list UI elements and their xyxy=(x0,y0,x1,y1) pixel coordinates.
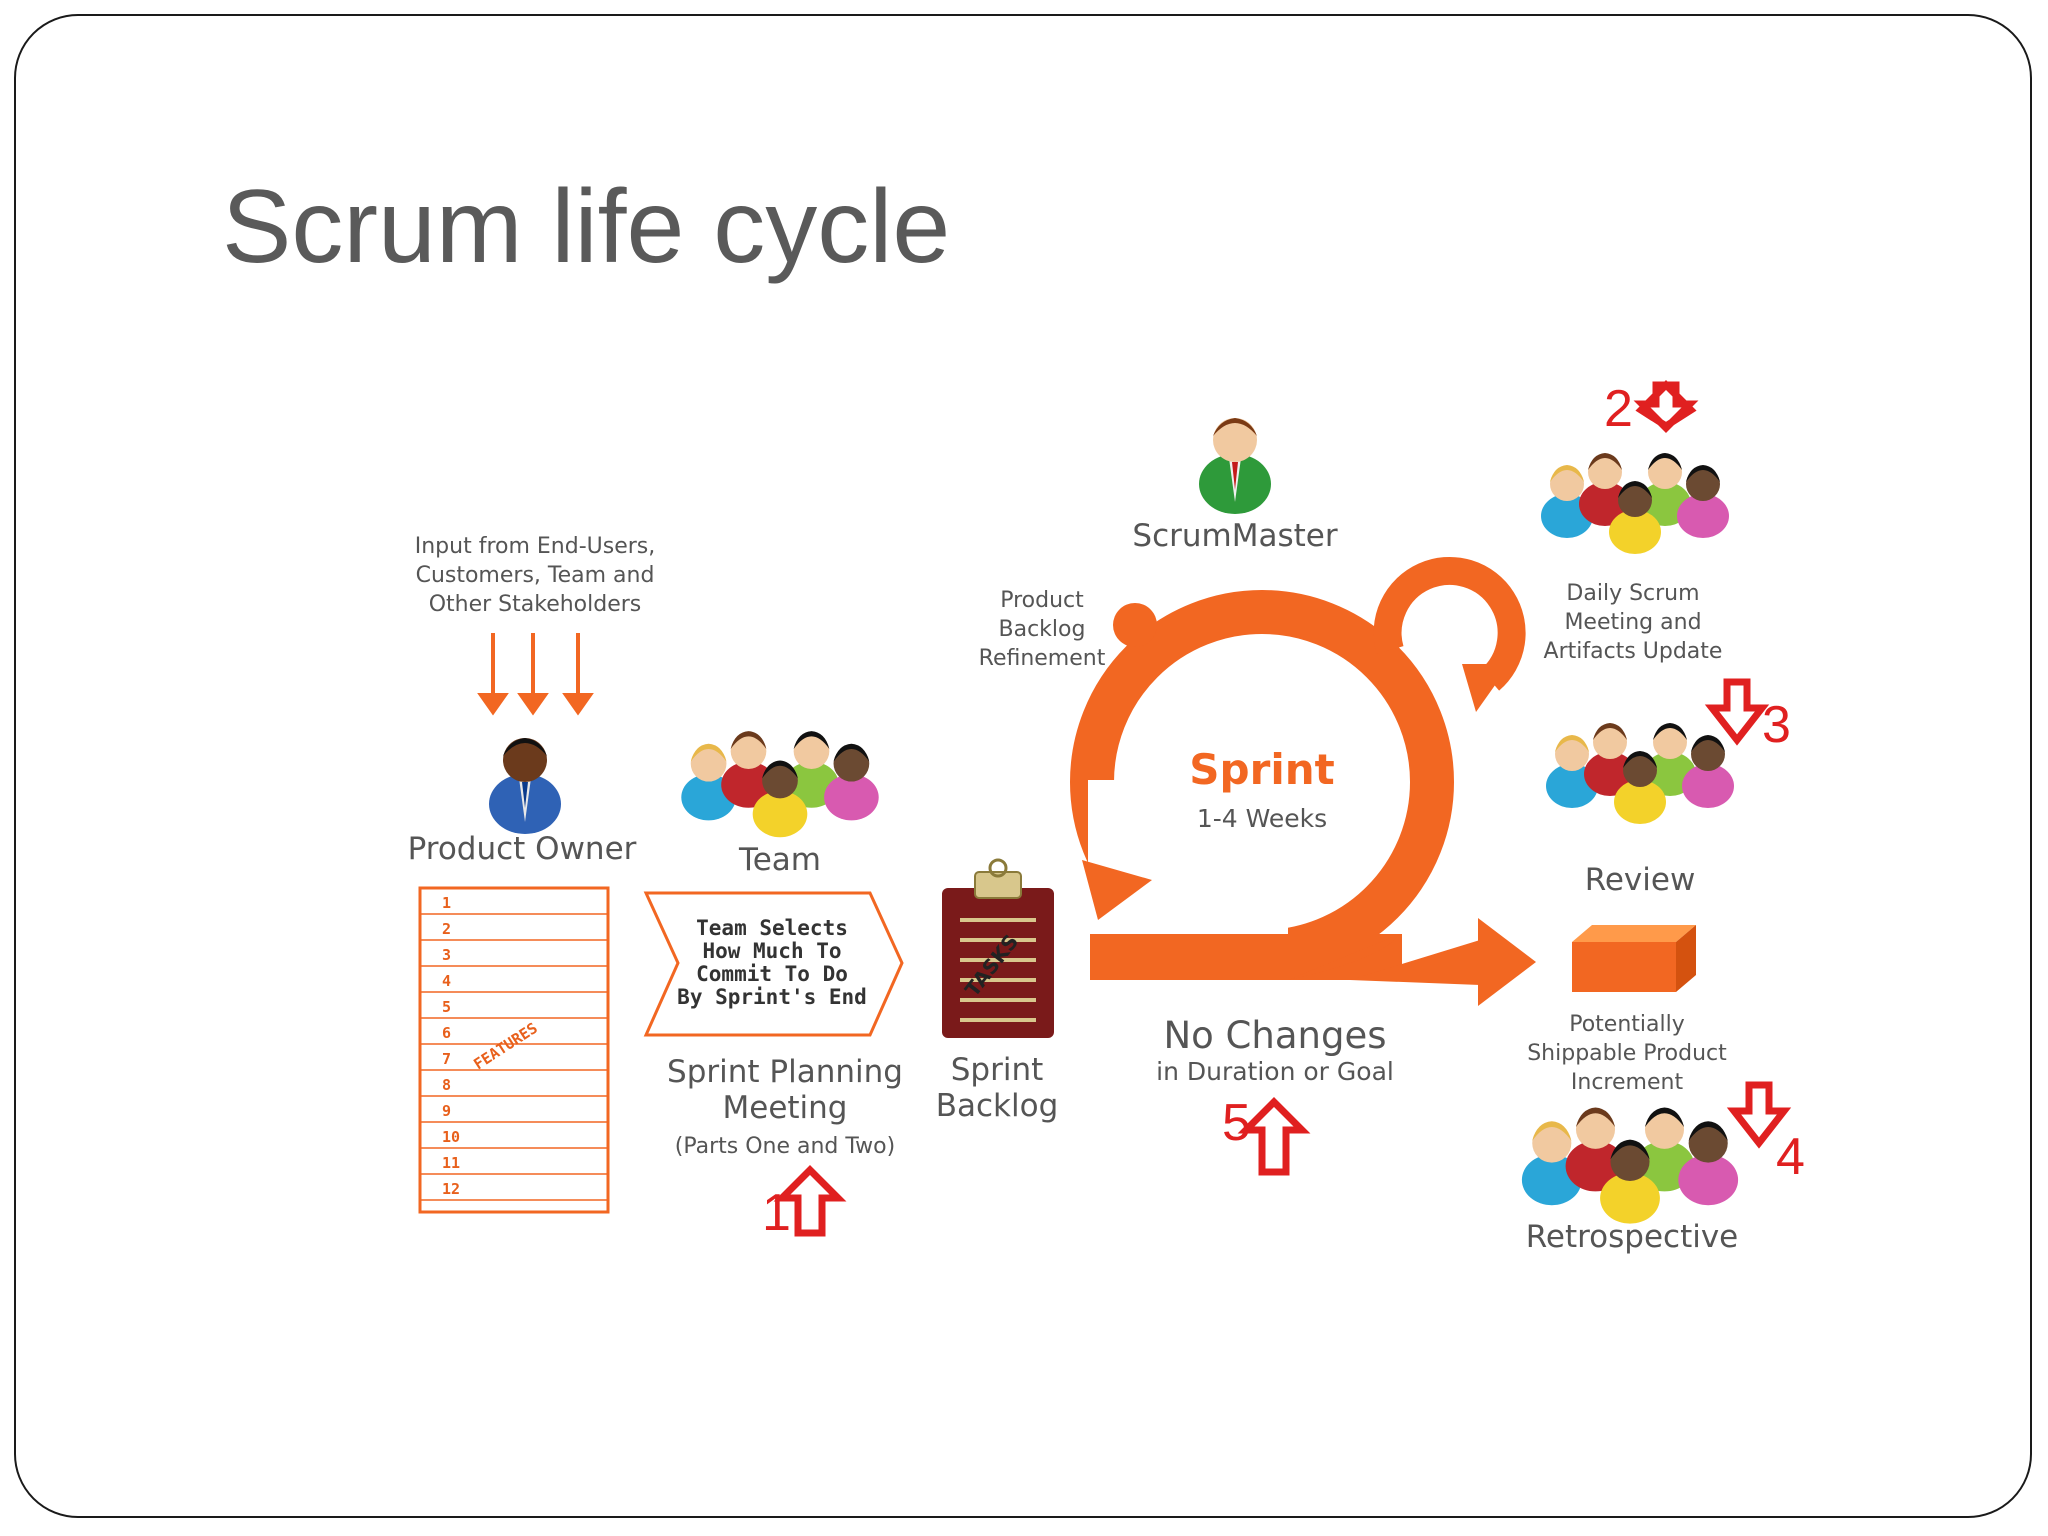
feature-number: 1 xyxy=(442,894,451,912)
svg-text:Sprint: Sprint xyxy=(951,1052,1044,1088)
marker-1: 1 xyxy=(762,1170,838,1242)
feature-number: 8 xyxy=(442,1076,451,1094)
svg-text:Team Selects: Team Selects xyxy=(696,916,848,940)
person-icon xyxy=(1678,1121,1738,1205)
svg-text:Sprint Planning: Sprint Planning xyxy=(667,1054,903,1090)
retrospective-team-icon xyxy=(1522,1107,1738,1223)
feature-number: 5 xyxy=(442,998,451,1016)
svg-text:(Parts One and Two): (Parts One and Two) xyxy=(675,1134,895,1159)
box-icon xyxy=(1572,925,1696,992)
arrow-down-icon xyxy=(1641,385,1691,428)
feature-number: 7 xyxy=(442,1050,451,1068)
svg-text:Customers, Team and: Customers, Team and xyxy=(416,563,655,588)
person-icon xyxy=(1682,735,1734,808)
person-icon xyxy=(1677,465,1729,538)
svg-text:Product: Product xyxy=(1000,588,1084,613)
svg-text:Shippable Product: Shippable Product xyxy=(1527,1041,1727,1066)
scrum-master-label: ScrumMaster xyxy=(1132,518,1337,554)
svg-text:Backlog: Backlog xyxy=(999,617,1086,642)
marker-5: 5 xyxy=(1222,1094,1302,1172)
svg-text:Daily Scrum: Daily Scrum xyxy=(1566,581,1699,606)
review-label: Review xyxy=(1585,862,1696,898)
svg-text:Artifacts Update: Artifacts Update xyxy=(1544,639,1723,664)
svg-text:Backlog: Backlog xyxy=(936,1088,1059,1124)
svg-text:Potentially: Potentially xyxy=(1569,1012,1685,1037)
refinement-label: Product Backlog Refinement xyxy=(979,588,1106,671)
input-label: Input from End-Users, Customers, Team an… xyxy=(415,534,656,617)
clipboard-icon: TASKS xyxy=(942,860,1054,1038)
sprint-planning-label: Sprint Planning Meeting (Parts One and T… xyxy=(667,1054,903,1159)
svg-text:Meeting: Meeting xyxy=(723,1090,848,1126)
svg-text:Other Stakeholders: Other Stakeholders xyxy=(429,592,642,617)
marker-3: 3 xyxy=(1712,682,1791,754)
sprint-backlog-label: Sprint Backlog xyxy=(936,1052,1059,1124)
feature-number: 6 xyxy=(442,1024,451,1042)
feature-number: 4 xyxy=(442,972,451,990)
team-icon xyxy=(681,731,878,837)
svg-text:Commit To Do: Commit To Do xyxy=(696,962,848,986)
feature-number: 12 xyxy=(442,1180,460,1198)
review-team-icon xyxy=(1546,723,1734,824)
marker-2: 2 xyxy=(1604,380,1691,438)
sprint-title: Sprint xyxy=(1189,745,1334,794)
svg-text:Increment: Increment xyxy=(1571,1070,1684,1095)
feature-number: 9 xyxy=(442,1102,451,1120)
svg-text:Input from End-Users,: Input from End-Users, xyxy=(415,534,656,559)
feature-number: 11 xyxy=(442,1154,460,1172)
svg-text:3: 3 xyxy=(1762,696,1791,754)
planning-box: Team Selects How Much To Commit To Do By… xyxy=(646,893,902,1035)
sprint-duration: 1-4 Weeks xyxy=(1197,804,1327,833)
arrow-down-icon xyxy=(1712,682,1762,740)
svg-text:2: 2 xyxy=(1604,380,1633,438)
input-arrows-icon xyxy=(481,633,590,712)
person-icon xyxy=(824,744,879,821)
svg-text:How Much To: How Much To xyxy=(702,939,841,963)
arrow-up-icon xyxy=(1246,1102,1302,1172)
daily-scrum-label: Daily Scrum Meeting and Artifacts Update xyxy=(1544,581,1723,664)
scrum-master-icon xyxy=(1199,418,1271,514)
svg-text:By Sprint's End: By Sprint's End xyxy=(677,985,867,1009)
product-owner-label: Product Owner xyxy=(408,831,637,867)
marker-4: 4 xyxy=(1734,1085,1805,1186)
svg-text:5: 5 xyxy=(1222,1094,1251,1152)
product-owner-icon xyxy=(489,738,561,834)
daily-scrum-team-icon xyxy=(1541,453,1729,554)
svg-text:4: 4 xyxy=(1776,1128,1805,1186)
increment-label: Potentially Shippable Product Increment xyxy=(1527,1012,1727,1095)
feature-number: 3 xyxy=(442,946,451,964)
no-changes-label: No Changes xyxy=(1163,1014,1386,1057)
no-changes-sub: in Duration or Goal xyxy=(1156,1057,1394,1086)
svg-text:Refinement: Refinement xyxy=(979,646,1106,671)
team-label: Team xyxy=(738,842,821,878)
feature-number: 2 xyxy=(442,920,451,938)
feature-number: 10 xyxy=(442,1128,460,1146)
svg-text:Meeting and: Meeting and xyxy=(1564,610,1701,635)
retrospective-label: Retrospective xyxy=(1526,1219,1739,1255)
